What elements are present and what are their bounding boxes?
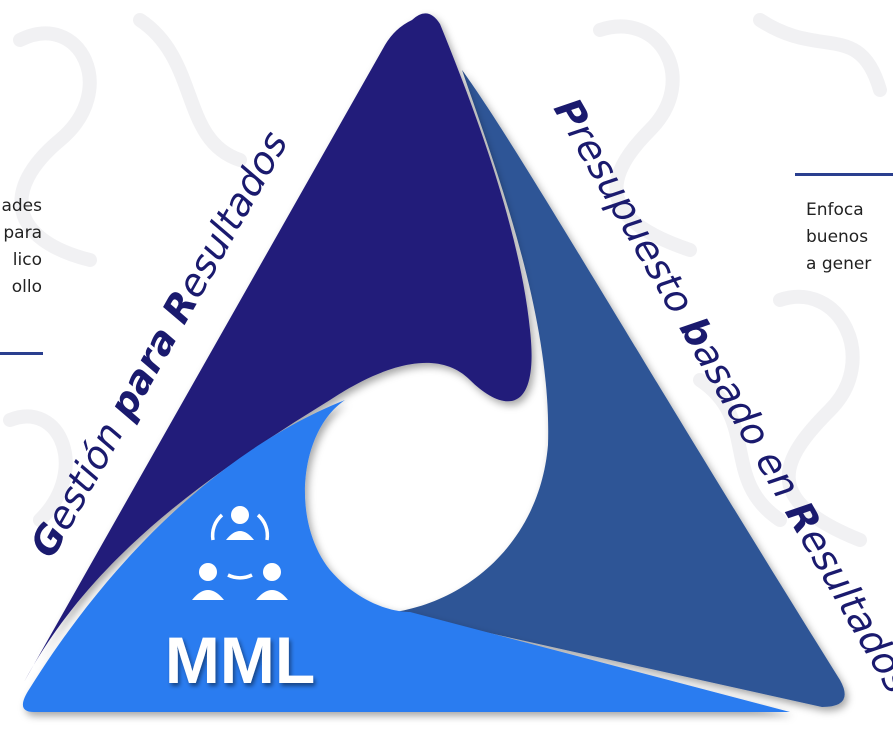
left-description: ades para lico ollo — [1, 193, 42, 301]
left-description-line: lico — [12, 250, 42, 270]
right-description: Enfoca buenos a gener — [806, 197, 871, 278]
segment-mml — [22, 400, 790, 712]
right-description-line: a gener — [806, 254, 872, 274]
mml-label: MML — [165, 623, 315, 697]
left-description-line: ollo — [11, 277, 42, 297]
right-divider — [795, 173, 893, 176]
left-description-line: para — [3, 223, 42, 243]
left-description-line: ades — [1, 196, 42, 216]
right-description-line: Enfoca — [806, 200, 864, 220]
segment-presupuesto — [395, 70, 845, 707]
segment-gestion — [24, 13, 532, 683]
right-description-line: buenos — [806, 227, 869, 247]
people-network-icon — [192, 506, 288, 600]
center-swirl — [330, 428, 454, 552]
left-divider — [0, 352, 43, 355]
